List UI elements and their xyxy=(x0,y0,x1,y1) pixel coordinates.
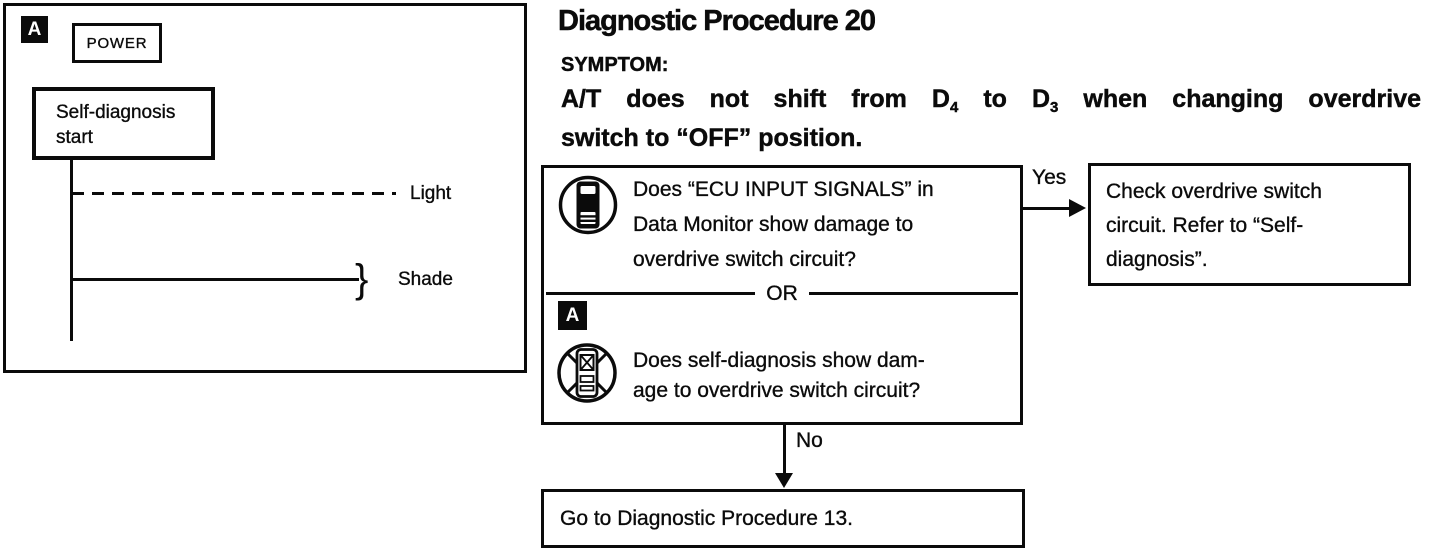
yes-arrow-head xyxy=(1069,199,1086,217)
consult-data-monitor-icon xyxy=(558,175,618,235)
no-branch-label: No xyxy=(796,429,823,452)
symptom-subscript-4: 4 xyxy=(949,99,959,116)
no-result-box: Go to Diagnostic Procedure 13. xyxy=(541,489,1025,548)
self-diagnosis-start-box: Self-diagnosis start xyxy=(32,87,215,160)
question-1-line-3: overdrive switch circuit? xyxy=(633,248,856,271)
or-divider: OR xyxy=(546,281,1018,306)
self-diagnosis-line-1: Self-diagnosis xyxy=(56,102,176,123)
question-2-line-1: Does self-diagnosis show dam- xyxy=(633,349,925,372)
yes-result-line-3: diagnosis”. xyxy=(1106,248,1208,271)
power-box: POWER xyxy=(72,23,162,63)
question-2-line-2: age to overdrive switch circuit? xyxy=(633,379,921,402)
question-1-line-1: Does “ECU INPUT SIGNALS” in xyxy=(633,178,934,201)
shade-label: Shade xyxy=(398,269,453,290)
question-2-text: Does self-diagnosis show dam- age to ove… xyxy=(633,346,925,406)
yes-branch-label: Yes xyxy=(1032,166,1067,189)
shade-brace-glyph: } xyxy=(355,257,369,301)
or-divider-line-right xyxy=(808,292,1018,295)
symptom-subscript-3: 3 xyxy=(1050,99,1059,116)
symptom-text: A/T does not shift from D4 to D3 when ch… xyxy=(561,84,1421,154)
yes-arrow-line xyxy=(1023,207,1071,210)
section-a-badge: A xyxy=(21,16,48,43)
question-1-text: Does “ECU INPUT SIGNALS” in Data Monitor… xyxy=(633,172,934,277)
self-diagnosis-line-2: start xyxy=(56,127,93,148)
or-divider-line-left xyxy=(546,292,756,295)
symptom-part-2: to D xyxy=(958,85,1051,113)
flowchart-a-badge-label: A xyxy=(565,304,580,326)
without-consult-icon xyxy=(557,343,617,403)
no-arrow-line xyxy=(783,425,786,474)
yes-result-line-2: circuit. Refer to “Self- xyxy=(1106,214,1304,237)
symptom-heading: SYMPTOM: xyxy=(561,54,669,76)
section-a-badge-label: A xyxy=(27,18,42,40)
flowchart-a-badge: A xyxy=(558,301,587,330)
symptom-line-2: switch to “OFF” position. xyxy=(561,124,863,152)
page-title: Diagnostic Procedure 20 xyxy=(558,5,877,38)
question-1-line-2: Data Monitor show damage to xyxy=(633,213,914,236)
light-dashed-line xyxy=(72,192,396,195)
question-box xyxy=(541,165,1023,425)
or-label: OR xyxy=(766,281,798,305)
timeline-vertical-line xyxy=(70,160,73,341)
symptom-part-1: A/T does not shift from D xyxy=(561,85,950,113)
timing-diagram-panel: A POWER Self-diagnosis start Light } Sha… xyxy=(3,3,527,373)
no-arrow-head xyxy=(774,473,793,488)
no-result-text: Go to Diagnostic Procedure 13. xyxy=(560,506,853,530)
light-label: Light xyxy=(410,183,452,204)
yes-result-box: Check overdrive switch circuit. Refer to… xyxy=(1088,163,1411,286)
symptom-line-1: A/T does not shift from D4 to D3 when ch… xyxy=(561,84,1421,123)
shade-solid-line xyxy=(72,278,359,281)
power-label: POWER xyxy=(86,34,148,52)
symptom-part-3: when changing overdrive xyxy=(1058,85,1421,113)
yes-result-line-1: Check overdrive switch xyxy=(1106,180,1322,203)
